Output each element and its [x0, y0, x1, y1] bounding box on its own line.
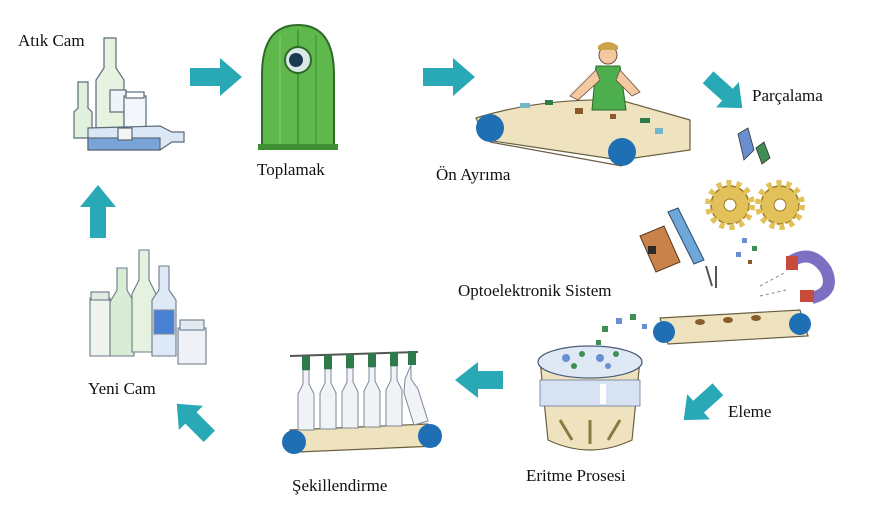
flow-arrow-2	[423, 58, 475, 96]
label-eleme: Eleme	[728, 402, 772, 421]
pre-sorting-station	[475, 42, 691, 167]
crushing-gears	[705, 127, 805, 264]
flow-arrow-4	[683, 383, 724, 421]
flow-arrow-1	[190, 58, 242, 96]
flow-arrow-6	[176, 403, 215, 442]
label-eritme-prosesi: Eritme Prosesi	[526, 466, 626, 485]
label-optoelektronik: Optoelektronik Sistem	[458, 281, 612, 300]
flow-arrow-7	[80, 185, 116, 238]
waste-glass-bottles	[73, 37, 185, 151]
label-on-ayrima: Ön Ayrıma	[436, 165, 511, 184]
label-parcalama: Parçalama	[752, 86, 823, 105]
flow-arrow-5	[455, 362, 503, 398]
new-glass-bottles	[89, 249, 207, 365]
collection-container	[258, 23, 338, 150]
shaping-line	[282, 351, 442, 454]
melting-furnace	[537, 345, 643, 451]
label-toplamak: Toplamak	[257, 160, 325, 179]
label-atik-cam: Atık Cam	[18, 31, 85, 50]
flow-arrow-3	[702, 71, 743, 109]
label-yeni-cam: Yeni Cam	[88, 379, 156, 398]
optoelectronic-sorting	[596, 207, 835, 345]
label-sekillendirme: Şekillendirme	[292, 476, 388, 495]
